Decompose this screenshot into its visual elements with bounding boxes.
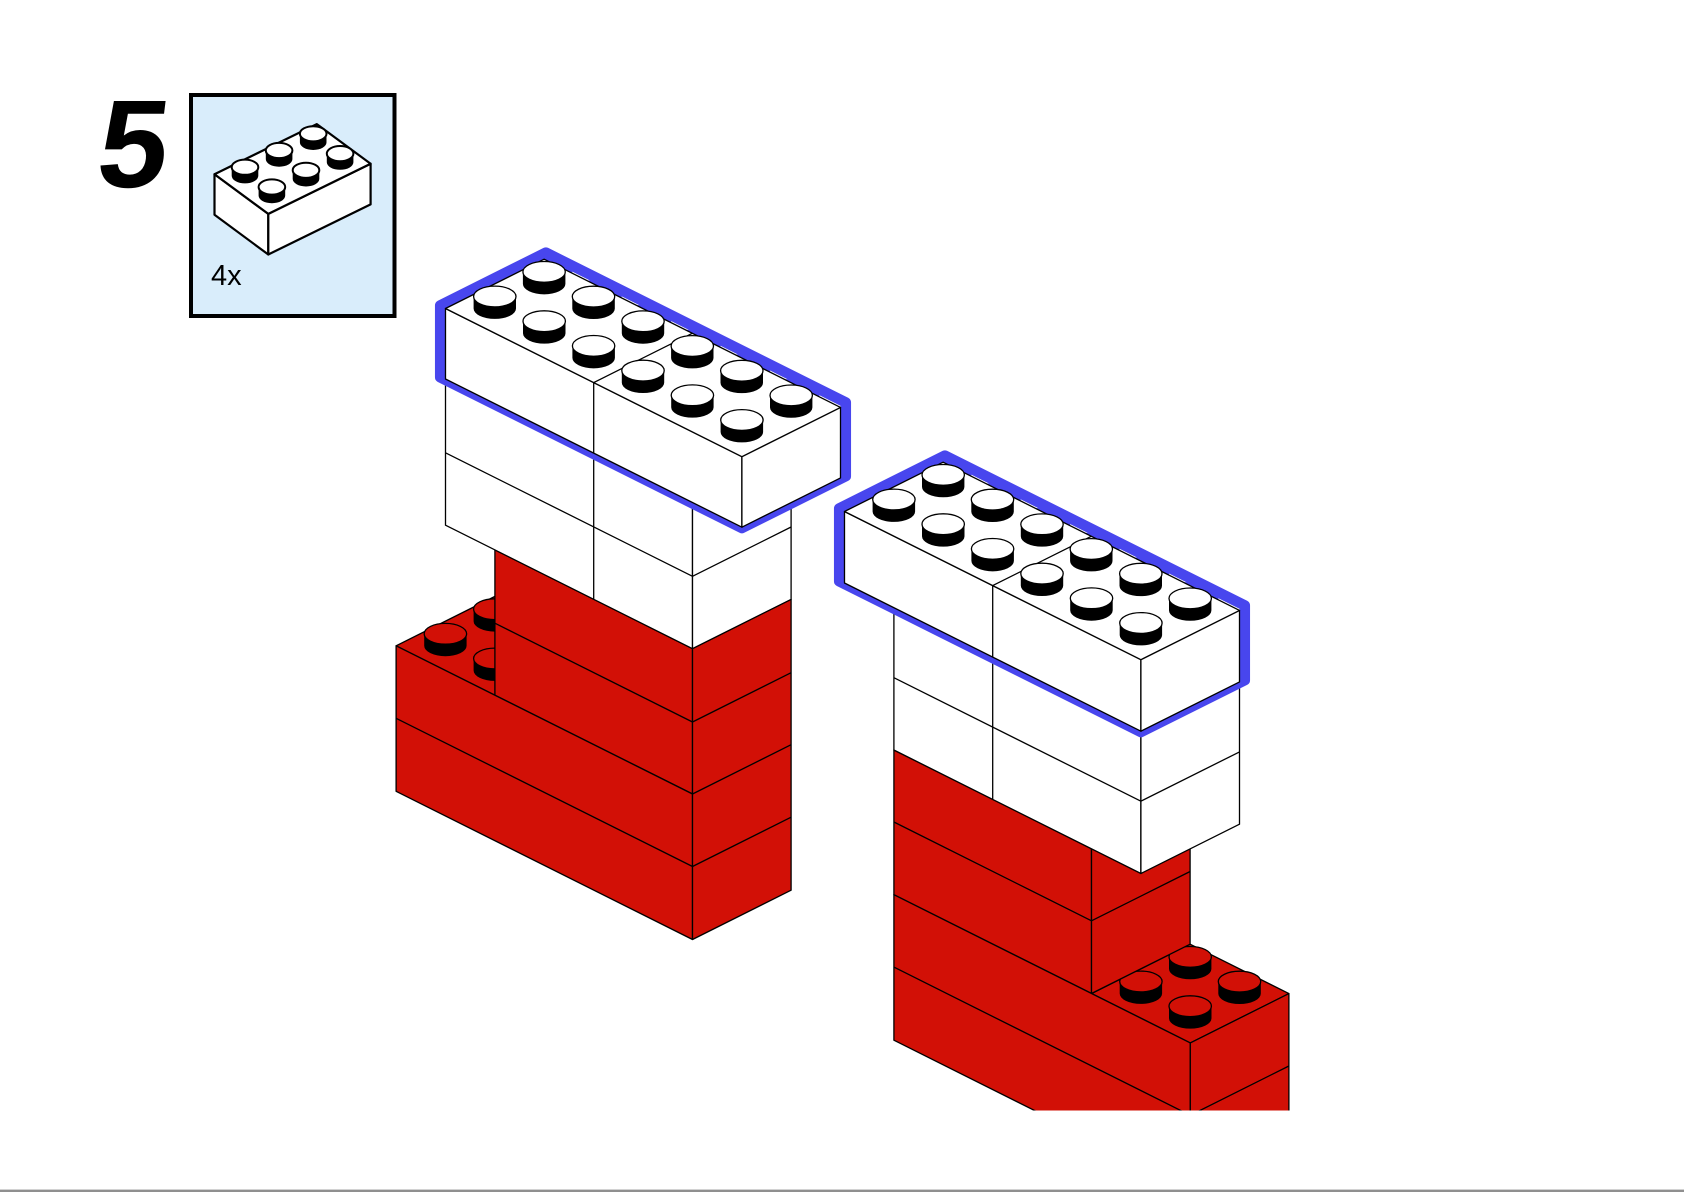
svg-text:5: 5 — [91, 73, 178, 213]
svg-text:4x: 4x — [211, 260, 242, 292]
